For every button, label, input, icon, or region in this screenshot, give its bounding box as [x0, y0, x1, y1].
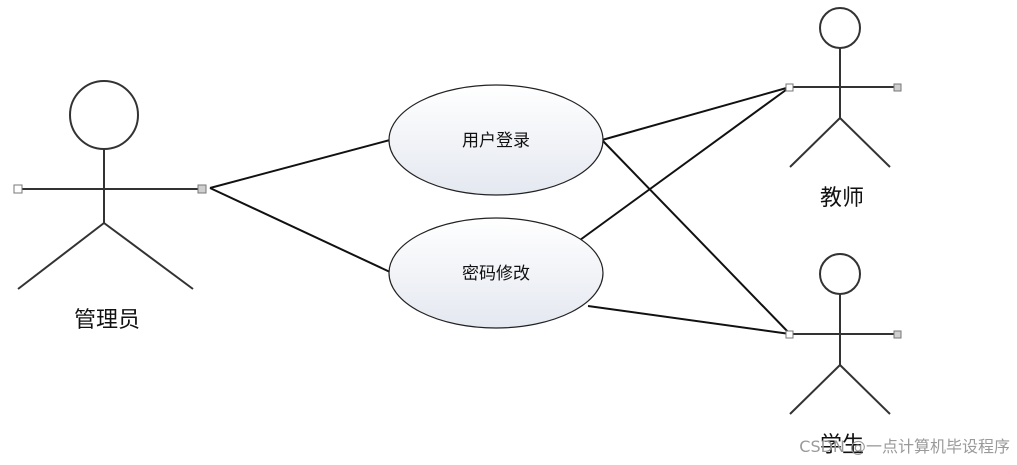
assoc-admin-login [209, 139, 391, 189]
actor-teacher-left-leg [789, 117, 841, 168]
assoc-student-password [587, 305, 791, 335]
usecase-change-password-ellipse [388, 217, 604, 329]
actor-student-left-leg [789, 364, 841, 415]
assoc-student-login [601, 139, 791, 335]
actor-student-left-handle[interactable] [785, 330, 794, 339]
actor-admin[interactable]: 管理员 [13, 80, 207, 333]
actor-admin-right-leg [103, 222, 194, 290]
usecase-login-label: 用户登录 [462, 131, 530, 151]
actor-admin-right-handle[interactable] [197, 184, 207, 194]
actor-student-label: 学生 [820, 433, 864, 458]
actor-student-head [819, 253, 861, 295]
csdn-watermark: CSDN @一点计算机毕设程序 [799, 437, 1010, 456]
usecase-change-password[interactable]: 密码修改 [388, 217, 604, 329]
usecase-change-password-label: 密码修改 [462, 264, 530, 284]
actor-student-right-handle[interactable] [893, 330, 902, 339]
actor-admin-head [69, 80, 139, 150]
actor-teacher-right-handle[interactable] [893, 83, 902, 92]
actor-admin-left-handle[interactable] [13, 184, 23, 194]
actor-teacher-head [819, 7, 861, 49]
actor-student-right-leg [839, 364, 891, 415]
assoc-teacher-login [601, 86, 791, 141]
actor-student[interactable]: 学生 [785, 253, 902, 458]
actor-teacher-label: 教师 [820, 186, 864, 211]
actor-teacher[interactable]: 教师 [785, 7, 902, 211]
assoc-teacher-password [579, 86, 791, 241]
usecase-login[interactable]: 用户登录 [388, 84, 604, 196]
actor-teacher-left-handle[interactable] [785, 83, 794, 92]
actor-admin-left-leg [17, 222, 105, 290]
associations [209, 86, 791, 335]
usecase-login-ellipse [388, 84, 604, 196]
assoc-admin-password [209, 187, 391, 273]
actor-admin-label: 管理员 [74, 308, 140, 333]
actor-teacher-right-leg [839, 117, 891, 168]
